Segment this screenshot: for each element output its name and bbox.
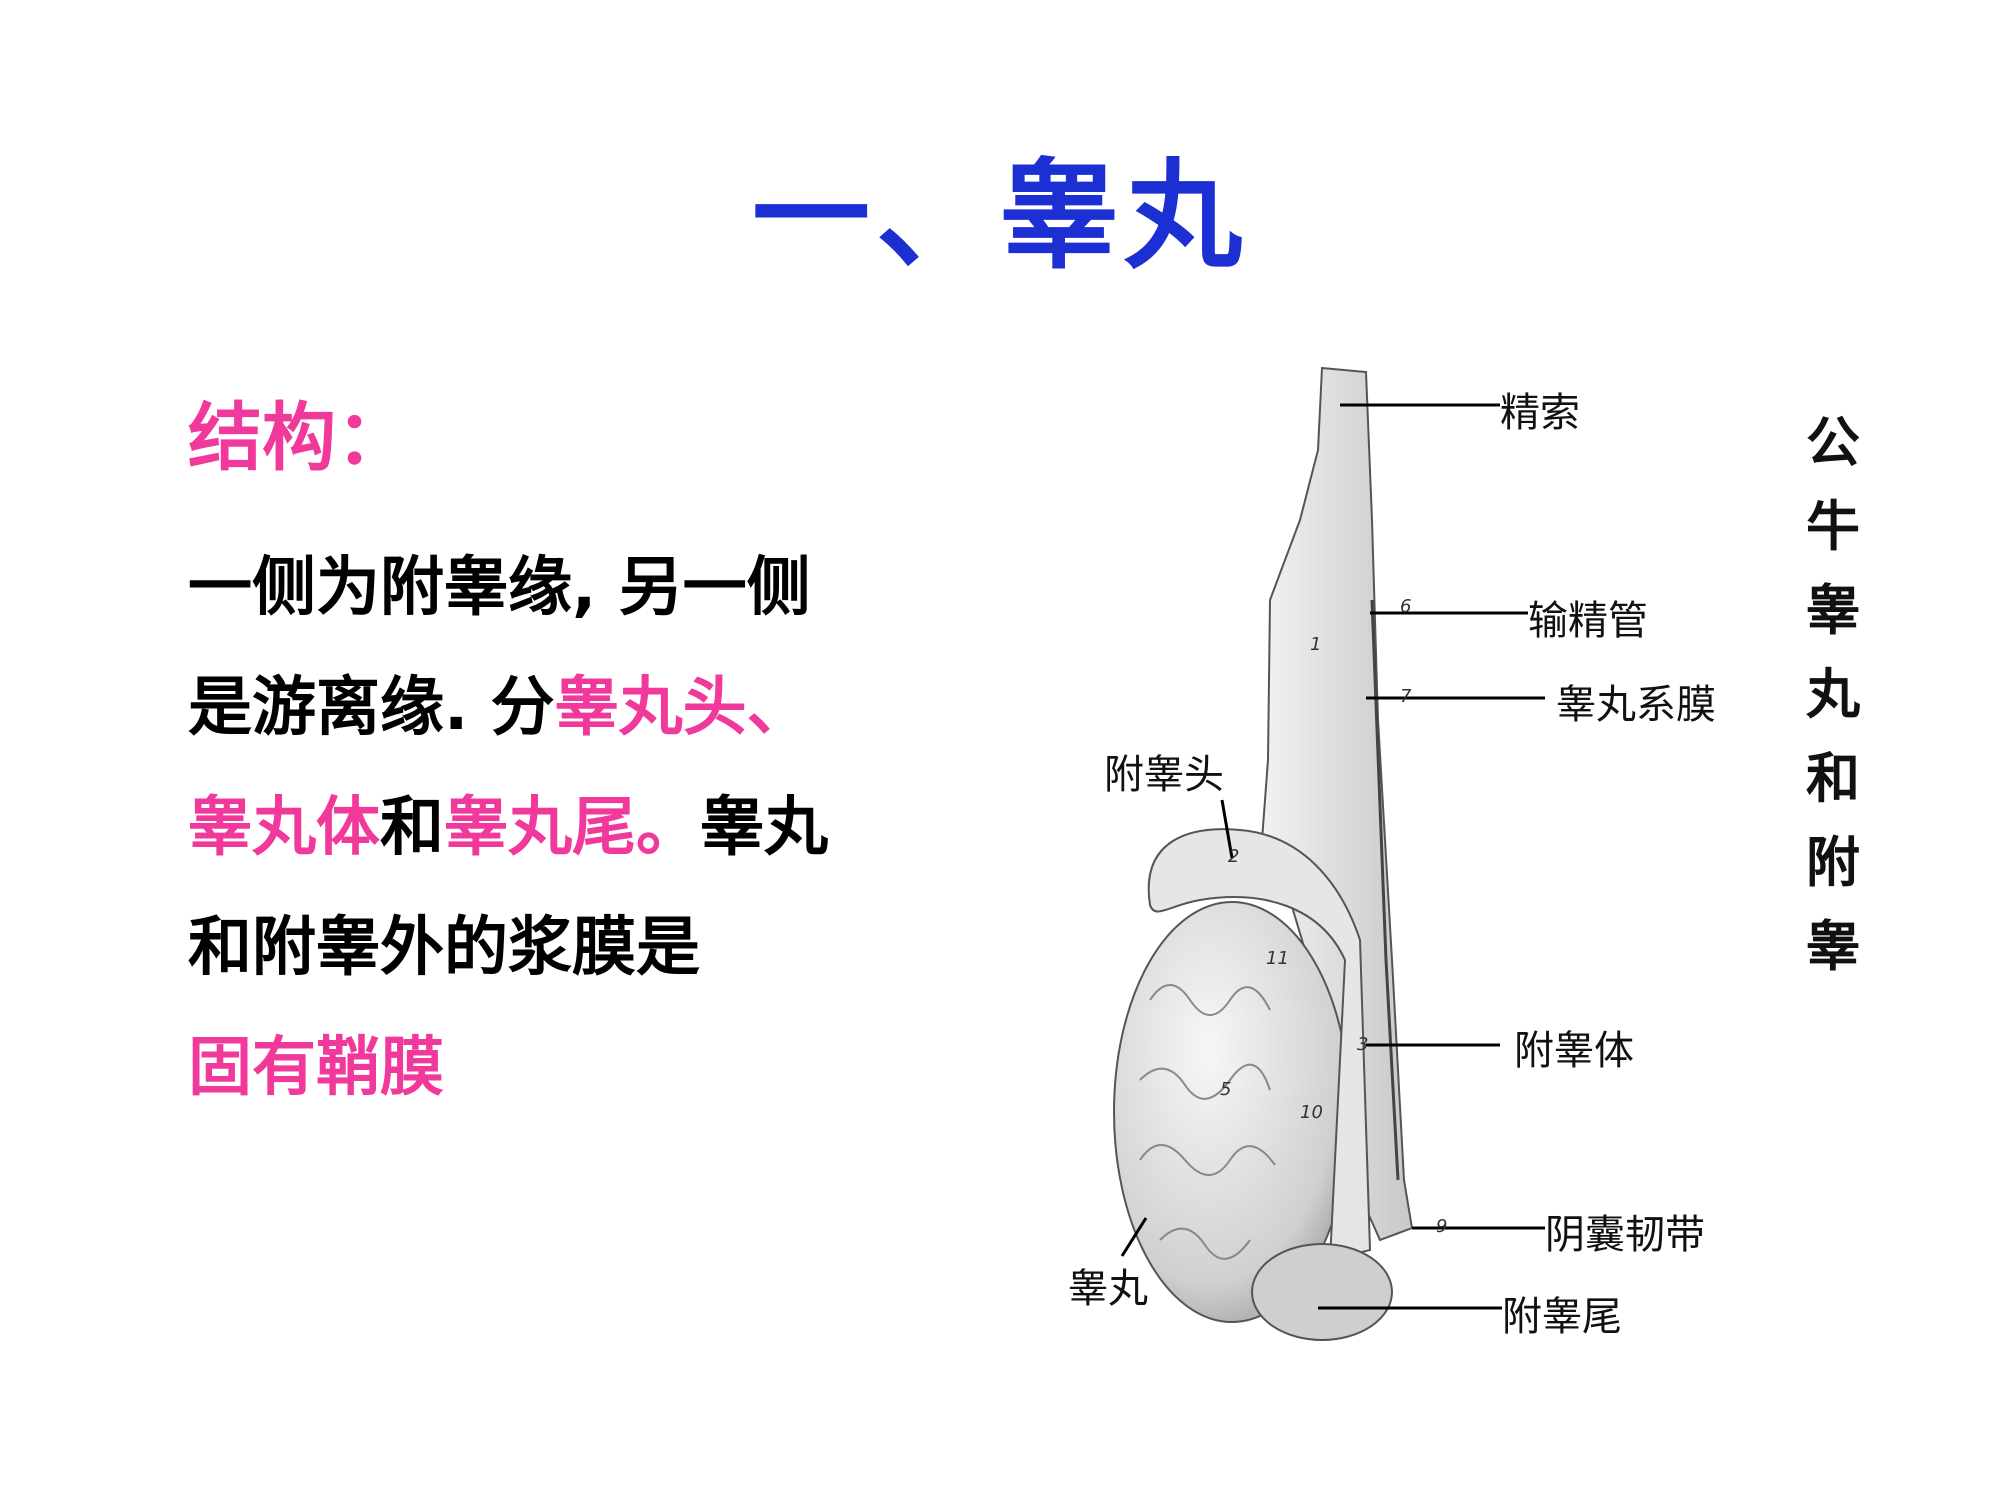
- page-title: 一、睾丸: [751, 147, 1248, 285]
- figure-number: 6: [1400, 596, 1411, 617]
- label-epididymis-body: 附睾体: [1514, 1028, 1634, 1074]
- epididymis-tail-shape: [1251, 1243, 1393, 1341]
- figure-number: 1: [1310, 634, 1321, 655]
- figure-number: 2: [1228, 846, 1239, 867]
- label-spermatic-cord: 精索: [1500, 390, 1580, 436]
- figure-number: 9: [1436, 1216, 1447, 1237]
- label-ductus-deferens: 输精管: [1528, 598, 1648, 644]
- figure-number: 10: [1300, 1102, 1323, 1123]
- body-text: 一侧为附睾缘, 另一侧是游离缘. 分睾丸头、 睾丸体和睾丸尾。睾丸和附睾外的浆膜…: [188, 528, 868, 1128]
- highlight-tunica-vaginalis: 固有鞘膜: [188, 1031, 444, 1105]
- label-epididymis-head: 附睾头: [1104, 752, 1224, 798]
- figure-caption: 公牛睾丸和附睾: [1806, 410, 1860, 978]
- body-text-segment: 和: [380, 791, 444, 865]
- label-testis: 睾丸: [1068, 1266, 1148, 1312]
- figure-number: 11: [1266, 948, 1289, 969]
- label-epididymis-tail: 附睾尾: [1502, 1294, 1622, 1340]
- body-text-segment: 睾丸和附睾外的浆膜是: [188, 791, 828, 985]
- epididymis-head-shape: [1147, 828, 1372, 1262]
- body-text-segment: 一侧为附睾缘, 另一侧是游离缘. 分: [188, 551, 811, 745]
- label-scrotal-ligament: 阴囊韧带: [1545, 1212, 1705, 1258]
- figure-number: 7: [1400, 686, 1412, 707]
- figure-number: 3: [1357, 1034, 1368, 1055]
- highlight-testis-head: 睾丸头、: [554, 671, 811, 745]
- section-heading: 结构：: [188, 395, 410, 481]
- highlight-testis-tail: 睾丸尾。: [444, 791, 700, 865]
- highlight-testis-body: 睾丸体: [188, 791, 380, 865]
- figure-number: 5: [1220, 1079, 1231, 1100]
- label-mesorchium: 睾丸系膜: [1556, 682, 1716, 728]
